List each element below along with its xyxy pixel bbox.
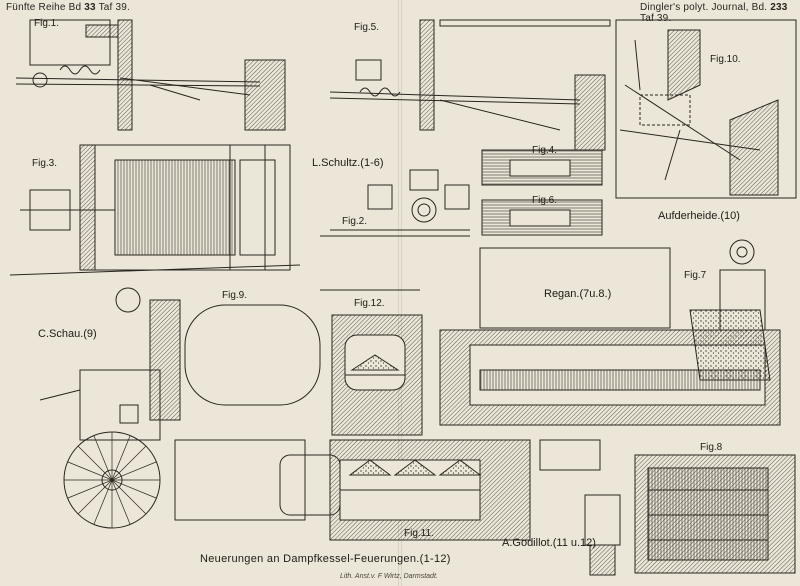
header-band-right: 233 xyxy=(770,2,788,13)
lithographer-credit: Lith. Anst.v. F Wirtz, Darmstadt. xyxy=(340,573,438,580)
fig4-fig6-drawing xyxy=(481,149,603,236)
fig6-label: Fig.6. xyxy=(532,195,558,206)
fig1-label: Fig.1. xyxy=(34,18,60,29)
fig8-drawing xyxy=(634,454,796,574)
author-schau: C.Schau.(9) xyxy=(38,328,97,340)
fig12-drawing xyxy=(320,289,423,436)
godillot-detail-drawing xyxy=(584,494,621,576)
fig7-drawing xyxy=(439,239,781,426)
fig3-label: Fig.3. xyxy=(32,158,58,169)
author-regan: Regan.(7u.8.) xyxy=(544,288,612,300)
author-aufderheide: Aufderheide.(10) xyxy=(658,210,740,222)
fig7-label: Fig.7 xyxy=(684,270,707,281)
header-left: Fünfte Reihe Bd 33 Taf 39. xyxy=(6,2,130,13)
center-fold xyxy=(398,0,402,586)
fig12-label: Fig.12. xyxy=(354,298,385,309)
fig1-drawing xyxy=(15,19,286,131)
header-band-left: 33 xyxy=(84,2,96,13)
header-journal: Dingler's polyt. Journal, Bd. xyxy=(640,2,768,13)
header-plate-left: Taf 39. xyxy=(98,2,131,13)
header-plate-right: Taf 39. xyxy=(640,13,672,24)
fig10-drawing xyxy=(615,19,797,199)
fig8-label: Fig.8 xyxy=(700,442,723,453)
author-godillot: A.Godillot.(11 u.12) xyxy=(502,537,596,549)
fig5-drawing xyxy=(329,19,611,151)
header-right: Dingler's polyt. Journal, Bd. 233 Taf 39… xyxy=(640,2,800,24)
header-series: Fünfte Reihe Bd xyxy=(6,2,82,13)
fig9-label: Fig.9. xyxy=(222,290,248,301)
fig2-drawing xyxy=(320,169,470,237)
author-schultz: L.Schultz.(1-6) xyxy=(312,157,384,169)
fig4-label: Fig.4. xyxy=(532,145,558,156)
fig3-drawing xyxy=(20,144,291,271)
fig11-label: Fig.11. xyxy=(404,528,434,539)
plate-title: Neuerungen an Dampfkessel-Feuerungen.(1-… xyxy=(200,553,451,565)
fig10-label: Fig.10. xyxy=(710,54,741,65)
fig11-drawing xyxy=(329,439,601,541)
fig5-label: Fig.5. xyxy=(354,22,380,33)
fig2-label: Fig.2. xyxy=(342,216,368,227)
fig9-drawing xyxy=(9,264,341,529)
